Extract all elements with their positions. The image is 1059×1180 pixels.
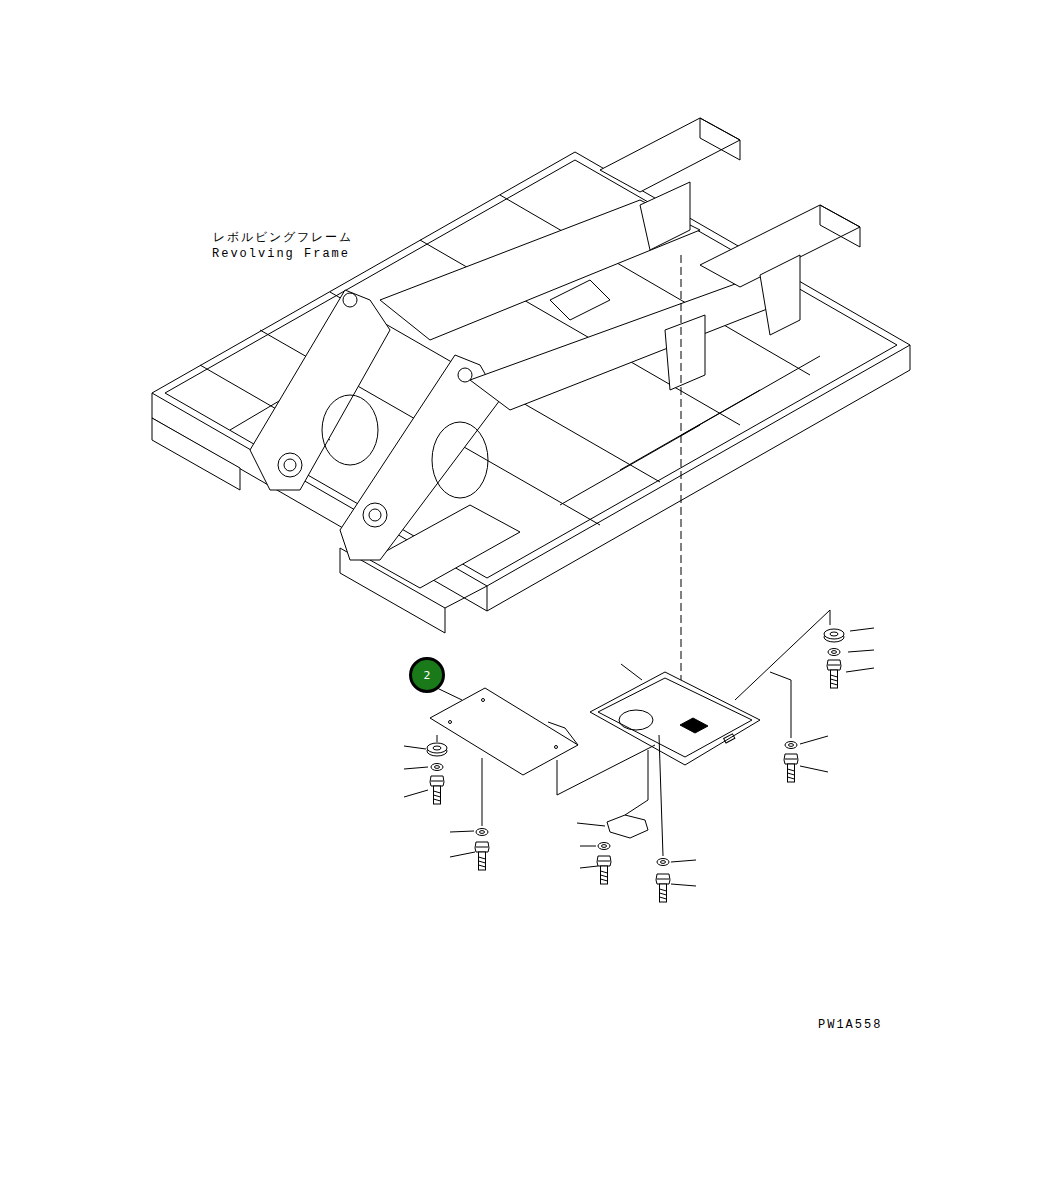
callout-number: 2 bbox=[424, 669, 431, 682]
part-name: Revolving Frame bbox=[210, 247, 352, 261]
part-name: レボルビングフレーム bbox=[211, 231, 355, 245]
drawing-number: PW1A558 bbox=[816, 1018, 884, 1032]
callout-circle: 2 bbox=[409, 657, 445, 693]
